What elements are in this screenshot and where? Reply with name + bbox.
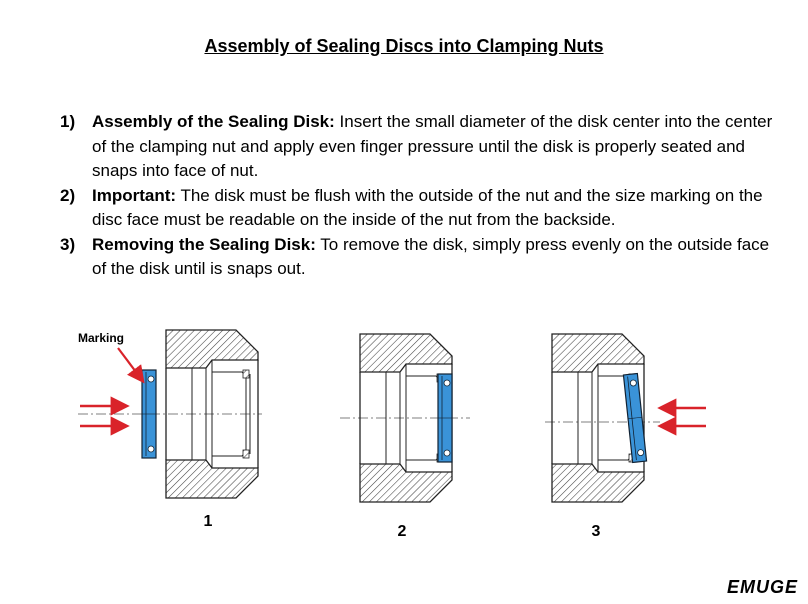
instruction-step-1: 1) Assembly of the Sealing Disk: Insert … <box>60 110 780 184</box>
step-number: 2) <box>60 185 76 205</box>
instruction-list: 1) Assembly of the Sealing Disk: Insert … <box>60 110 780 282</box>
instruction-step-3: 3) Removing the Sealing Disk: To remove … <box>60 233 780 282</box>
instruction-step-2: 2) Important: The disk must be flush wit… <box>60 184 780 233</box>
panel-label-3: 3 <box>592 523 601 540</box>
step-text: Insert the small diameter of the disk ce… <box>92 112 773 180</box>
step-number: 3) <box>60 234 76 254</box>
step-heading: Removing the Sealing Disk: <box>92 234 316 254</box>
assembly-diagram: Marking 1 2 3 <box>0 318 808 568</box>
step-number: 1) <box>60 112 76 131</box>
step-heading: Important: <box>92 185 177 205</box>
marking-label: Marking <box>78 331 124 345</box>
emuge-logo: EMUGE <box>726 577 798 597</box>
panel-label-1: 1 <box>204 513 213 530</box>
page-title: Assembly of Sealing Discs into Clamping … <box>204 36 604 56</box>
step-text: To remove the disk, simply press evenly … <box>92 234 770 279</box>
panel-3-illustration: 3 <box>545 333 706 540</box>
panel-label-2: 2 <box>398 523 407 540</box>
panel-1-illustration: Marking 1 <box>78 329 262 530</box>
step-heading: Assembly of the Sealing Disk: <box>92 112 335 131</box>
panel-2-illustration: 2 <box>340 333 470 540</box>
marking-pointer-arrow <box>117 347 145 384</box>
step-text: The disk must be flush with the outside … <box>92 185 763 230</box>
